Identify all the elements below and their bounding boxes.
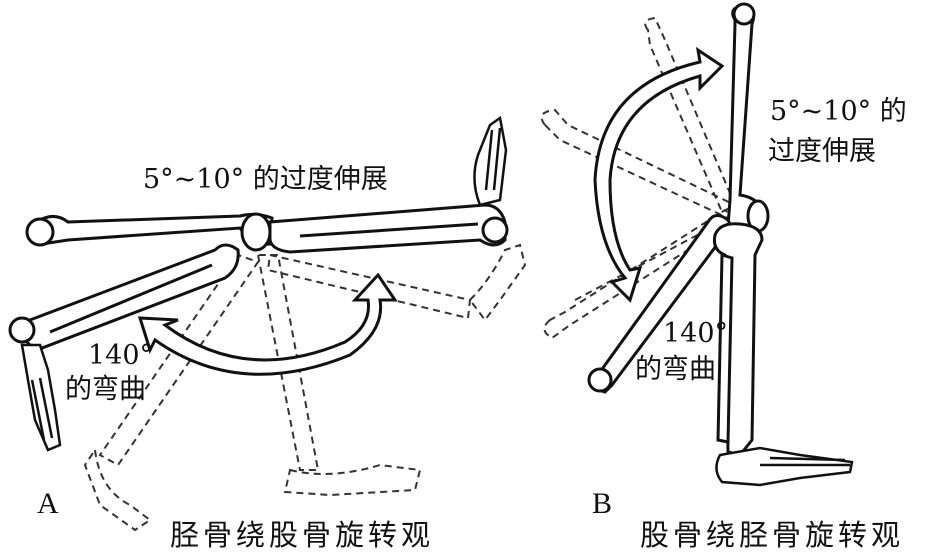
- ghost-femur-2: [540, 108, 737, 220]
- panel-b-flexion-angle: 140°: [663, 318, 729, 349]
- rotation-arrow-a: [137, 272, 398, 376]
- foot-flexed-a: [20, 343, 62, 452]
- femur-b: [726, 2, 767, 232]
- panel-a-flexion-angle: 140°: [88, 340, 154, 371]
- panel-a-caption: 胫骨绕股骨旋转观: [170, 518, 435, 552]
- ghost-tibia-2: [98, 253, 260, 467]
- panel-b-extension-text: 过度伸展: [768, 136, 876, 167]
- panel-a-letter: A: [37, 487, 59, 520]
- panel-b-extension-angle: 5°~10° 的: [770, 96, 907, 127]
- foot-extended-a: [473, 115, 508, 207]
- ghost-foot-1: [283, 463, 422, 497]
- ghost-foot-2: [83, 447, 152, 532]
- panel-a-extension-label: 5°~10° 的过度伸展: [143, 164, 388, 195]
- ghost-tibia-3: [266, 253, 472, 320]
- panel-b-flexion-text: 的弯曲: [635, 354, 716, 385]
- foot-b: [715, 446, 854, 487]
- tibia-flexed-a: [8, 243, 240, 350]
- ghost-femur-3: [543, 208, 737, 340]
- ghost-foot-3: [468, 243, 527, 322]
- rotation-arrow-b: [593, 46, 725, 303]
- panel-b-letter: B: [592, 487, 613, 520]
- ghost-femur-1: [644, 16, 737, 214]
- panel-b-caption: 股骨绕胫骨旋转观: [640, 518, 905, 552]
- tibia-b: [713, 222, 764, 457]
- panel-a-flexion-text: 的弯曲: [65, 374, 146, 405]
- tibia-extended-a: [268, 203, 509, 254]
